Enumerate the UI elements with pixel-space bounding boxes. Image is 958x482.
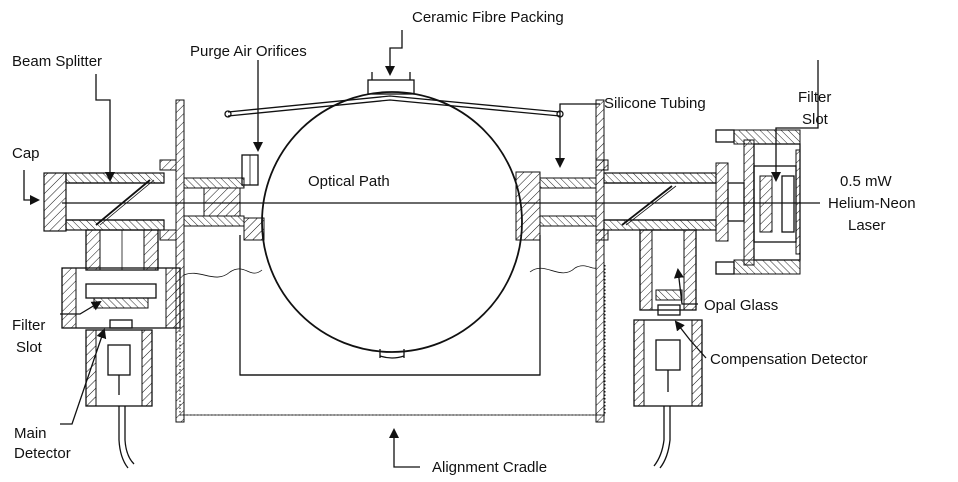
left-tube (43, 154, 265, 241)
stack-walls (175, 99, 605, 423)
label-compensation-detector: Compensation Detector (710, 351, 868, 368)
label-filter-slot-left-line1: Filter (12, 317, 45, 334)
ceramic-fibre-packing (224, 72, 564, 118)
left-detector-assembly (61, 229, 181, 469)
laser-housing (715, 129, 801, 275)
sample-pipe (261, 91, 523, 359)
label-cap: Cap (12, 145, 40, 162)
label-laser-line1: 0.5 mW (840, 173, 893, 190)
label-optical-path: Optical Path (308, 173, 390, 190)
alignment-cradle (179, 235, 606, 416)
label-purge-air-orifices: Purge Air Orifices (190, 43, 307, 60)
label-main-detector-line1: Main (14, 425, 47, 442)
right-tube (515, 159, 717, 241)
label-ceramic-fibre-packing: Ceramic Fibre Packing (412, 9, 564, 26)
labels: Ceramic Fibre Packing Purge Air Orifices… (12, 9, 916, 476)
label-filter-slot-left-line2: Slot (16, 339, 43, 356)
right-detector-assembly (633, 229, 703, 469)
label-beam-splitter: Beam Splitter (12, 53, 102, 70)
label-laser-line3: Laser (848, 217, 886, 234)
label-filter-slot-right-line1: Filter (798, 89, 831, 106)
label-opal-glass: Opal Glass (704, 297, 778, 314)
label-silicone-tubing: Silicone Tubing (604, 95, 706, 112)
label-main-detector-line2: Detector (14, 445, 71, 462)
label-alignment-cradle: Alignment Cradle (432, 459, 547, 476)
leader-lines (23, 30, 819, 468)
label-laser-line2: Helium-Neon (828, 195, 916, 212)
label-filter-slot-right-line2: Slot (802, 111, 829, 128)
